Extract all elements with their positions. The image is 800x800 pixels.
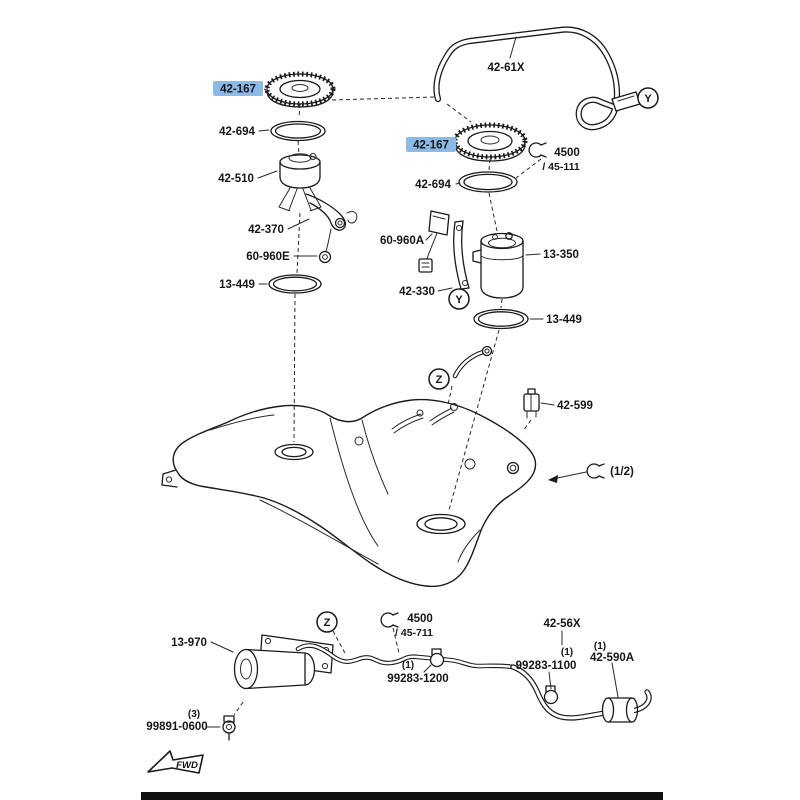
fwd-arrow-label: FWD [176,760,198,771]
label-clamp-b: 99283-1100 [516,660,577,672]
label-bolt-qty: (3) [188,709,200,720]
fwd-arrow: FWD [147,750,204,774]
callout-y-top: Y [637,87,659,109]
label-clip-half: (1/2) [610,466,634,478]
label-bolt: 99891-0600 [146,721,207,733]
fuel-tube-drawing [433,26,641,131]
label-gasket-left: 42-694 [219,126,255,138]
label-gasket-right: 42-694 [415,179,451,191]
label-pump-left: 42-510 [218,173,254,185]
fuel-cap-right-drawing [452,122,528,162]
label-grommet-left: 60-960E [246,251,290,263]
clamp-1200-drawing [429,648,445,668]
label-tube: 42-61X [487,62,524,74]
callout-y-mid: Y [448,288,470,310]
retainer-clip-icon [586,463,605,479]
label-cap-left-highlighted[interactable]: 42-167 [213,81,263,96]
label-canister: 13-970 [171,637,207,649]
callout-z-bottom: Z [316,611,338,633]
bolt-drawing [222,715,236,741]
label-clip-bottom-code: 4500 [407,613,433,625]
label-seal-right: 13-449 [546,314,582,326]
bracket-arm-drawing [305,193,358,231]
label-clamp-b-qty: (1) [561,647,573,658]
label-bracket-left: 42-370 [248,224,284,236]
callout-z-mid: Z [428,368,450,390]
seal-ring-left-drawing [268,274,322,294]
assembly-dashed-lines [233,96,542,716]
label-pipe: 42-56X [543,618,580,630]
gasket-left-drawing [270,120,326,142]
seal-ring-right-drawing [473,308,529,330]
callout-y-top-label: Y [644,93,652,105]
grommet-left-drawing [318,228,332,264]
label-sender-right: 60-960A [380,235,424,247]
label-clip-bottom-sub: / 45-711 [395,627,433,639]
retainer-clip-icon [380,612,399,628]
gasket-right-drawing [458,171,518,193]
label-bracket-right: 42-330 [399,286,435,298]
fuel-pipe-drawing [510,664,652,721]
fuel-sender-drawing [418,210,450,273]
label-clip-top-sub: / 45-111 [542,161,580,173]
callout-z-mid-label: Z [436,374,443,386]
label-cap-right[interactable]: 42-167 [413,140,449,152]
leader-lines [206,36,619,728]
label-clamp-c: 42-590A [590,652,634,664]
highlight-left [213,81,263,96]
fuel-cap-left-drawing [264,71,336,108]
label-cap-right-highlighted[interactable]: 42-167 [406,137,456,152]
pump-head-drawing [278,153,322,212]
callout-y-mid-label: Y [455,294,463,306]
callout-z-bottom-label: Z [324,617,331,629]
evap-hose-drawing [295,643,516,670]
label-clamp-c-qty: (1) [594,641,606,652]
support-bracket-drawing [453,220,470,290]
canister-drawing [233,634,334,690]
label-clamp-a-qty: (1) [402,660,414,671]
valve-drawing [523,388,540,419]
fuel-filter-drawing [472,232,524,299]
grommet-590a-drawing [601,697,639,723]
label-clamp-a: 99283-1200 [387,673,448,685]
retainer-clip-icon [528,142,547,158]
highlight-right [406,137,456,152]
vent-hose-drawing [452,345,493,379]
label-clip-top-code: 4500 [554,147,580,159]
fuel-tank-drawing [161,398,537,588]
label-seal-left: 13-449 [219,279,255,291]
label-cap-left[interactable]: 42-167 [220,84,256,96]
bottom-bar [141,792,663,800]
label-filter-right: 13-350 [543,249,579,261]
label-valve: 42-599 [557,400,593,412]
